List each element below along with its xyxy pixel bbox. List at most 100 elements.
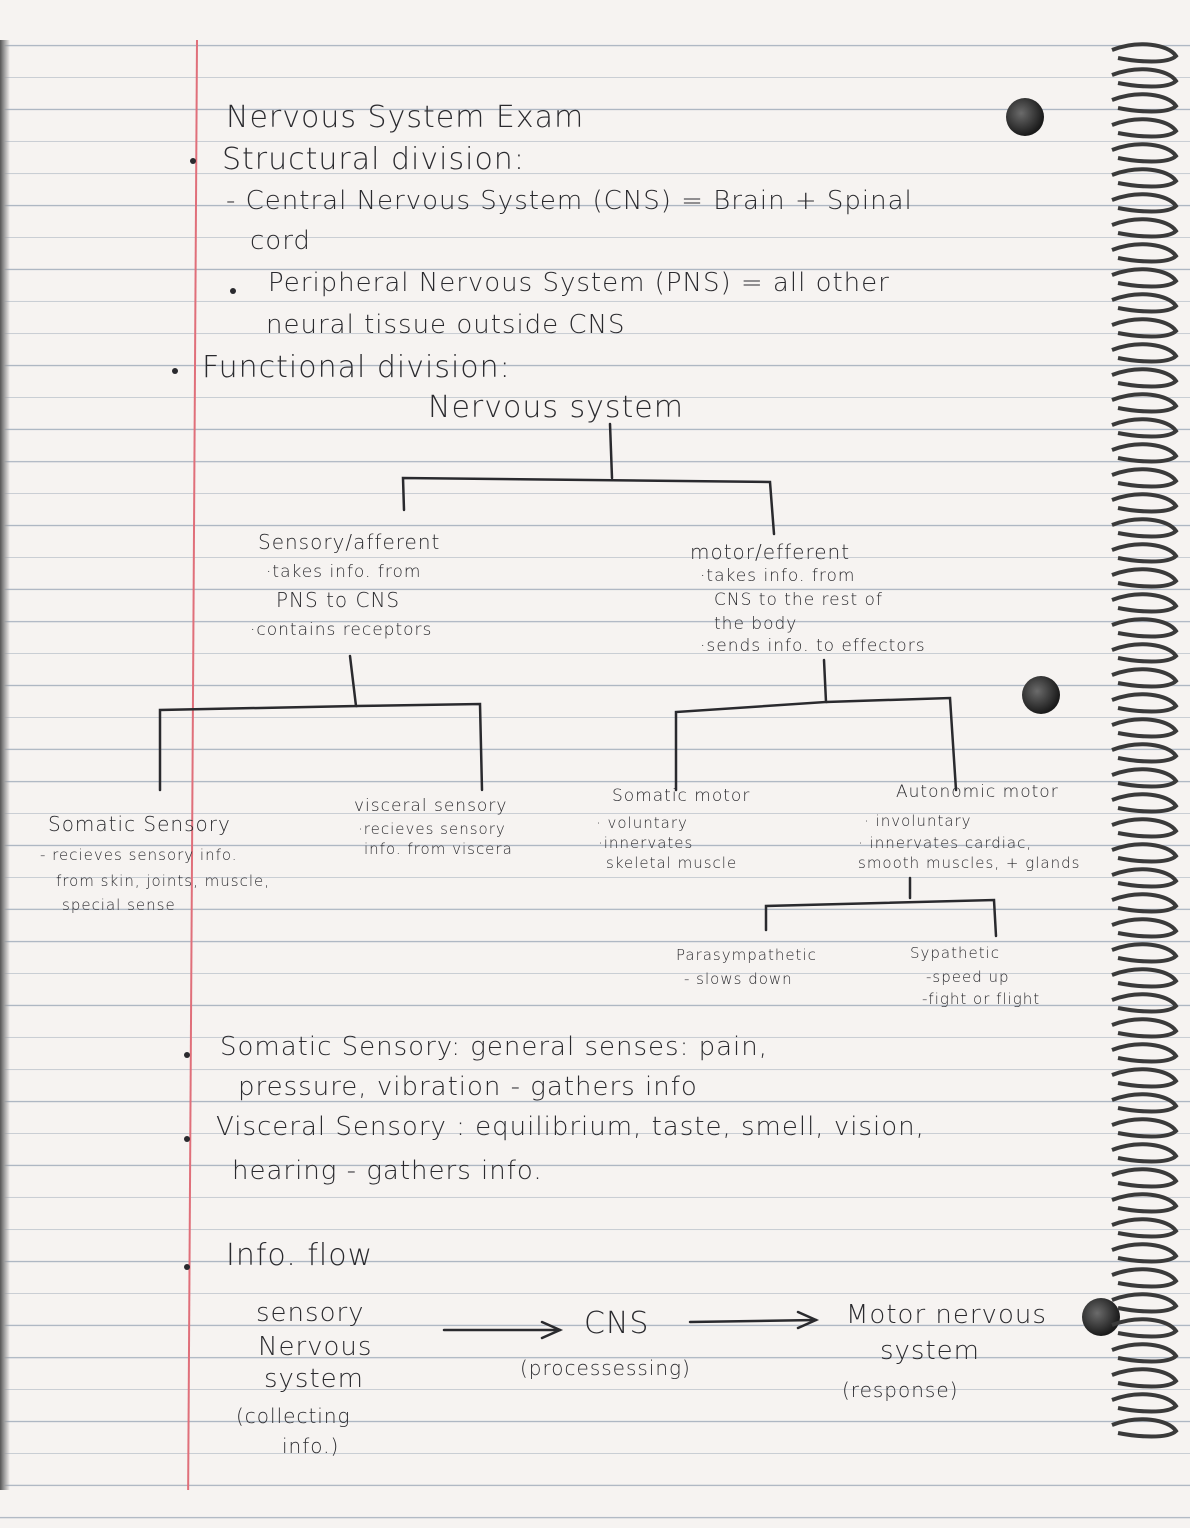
somatic-motor-title: Somatic motor: [612, 786, 751, 806]
spiral-coil: [1111, 142, 1179, 164]
flow-cns: CNS: [584, 1306, 650, 1341]
visceral-sensory-note-cont: hearing - gathers info.: [232, 1156, 543, 1186]
spiral-coil: [1111, 1117, 1179, 1139]
spiral-coil: [1111, 267, 1179, 289]
somatic-sensory-note-cont: pressure, vibration - gathers info: [238, 1072, 698, 1102]
spiral-coil: [1111, 642, 1179, 664]
spiral-coil: [1111, 292, 1179, 314]
spiral-coil: [1111, 667, 1179, 689]
bullet: [172, 368, 178, 374]
flow-motor: Motor nervous: [846, 1300, 1047, 1330]
motor-efferent-line: CNS to the rest of: [714, 590, 883, 610]
spiral-coil: [1111, 1017, 1179, 1039]
spiral-coil: [1111, 117, 1179, 139]
spiral-coil: [1111, 417, 1179, 439]
spiral-coil: [1111, 567, 1179, 589]
visceral-sensory-line: info. from viscera: [364, 840, 513, 858]
cns-definition: - Central Nervous System (CNS) = Brain +…: [226, 186, 913, 216]
spiral-coil: [1111, 192, 1179, 214]
spiral-coil: [1111, 542, 1179, 564]
spiral-coil: [1111, 917, 1179, 939]
spiral-coil: [1111, 867, 1179, 889]
motor-efferent-line: ·sends info. to effectors: [700, 636, 926, 656]
spiral-coil: [1111, 1142, 1179, 1164]
punch-hole: [1082, 1298, 1120, 1336]
motor-efferent-line: ·takes info. from: [700, 566, 856, 586]
sensory-afferent-line: ·contains receptors: [250, 620, 433, 640]
somatic-sensory-line: - recieves sensory info.: [40, 846, 238, 864]
flow-sensory: system: [264, 1364, 364, 1394]
spiral-coil: [1111, 1192, 1179, 1214]
sympathetic-title: Sypathetic: [910, 944, 1001, 962]
motor-efferent-title: motor/efferent: [690, 540, 851, 564]
page-title: Nervous System Exam: [226, 100, 585, 135]
spiral-coil: [1111, 42, 1179, 64]
spiral-coil: [1111, 717, 1179, 739]
spiral-coil: [1111, 742, 1179, 764]
autonomic-motor-line: · innervates cardiac,: [858, 834, 1033, 852]
parasympathetic-title: Parasympathetic: [676, 946, 817, 964]
cns-definition-cont: cord: [250, 226, 311, 256]
visceral-sensory-note: Visceral Sensory : equilibrium, taste, s…: [216, 1112, 925, 1142]
spiral-coil: [1111, 1417, 1179, 1439]
spiral-coil: [1111, 1292, 1179, 1314]
autonomic-motor-line: smooth muscles, + glands: [858, 854, 1081, 872]
spiral-coil: [1111, 617, 1179, 639]
flow-sensory-note: (collecting: [236, 1404, 351, 1428]
somatic-motor-line: ·innervates: [598, 834, 694, 852]
autonomic-motor-title: Autonomic motor: [896, 782, 1059, 802]
motor-efferent-line: the body: [714, 614, 798, 634]
visceral-sensory-line: ·recieves sensory: [358, 820, 506, 838]
spiral-coil: [1111, 842, 1179, 864]
spiral-binding: [1111, 42, 1179, 1439]
parasympathetic-line: - slows down: [684, 970, 793, 988]
spiral-coil: [1111, 767, 1179, 789]
sympathetic-line: -fight or flight: [922, 990, 1041, 1008]
page-edge-shadow: [0, 40, 10, 1490]
spiral-coil: [1111, 692, 1179, 714]
somatic-sensory-title: Somatic Sensory: [48, 812, 231, 836]
spiral-coil: [1111, 467, 1179, 489]
spiral-coil: [1111, 1167, 1179, 1189]
flow-sensory-note: info.): [282, 1434, 340, 1458]
pns-definition-cont: neural tissue outside CNS: [266, 310, 626, 340]
spiral-coil: [1111, 1342, 1179, 1364]
somatic-motor-line: · voluntary: [596, 814, 688, 832]
spiral-coil: [1111, 392, 1179, 414]
spiral-coil: [1111, 1067, 1179, 1089]
autonomic-motor-line: · involuntary: [864, 812, 972, 830]
spiral-coil: [1111, 892, 1179, 914]
spiral-coil: [1111, 967, 1179, 989]
tree-root: Nervous system: [428, 390, 684, 425]
somatic-sensory-note: Somatic Sensory: general senses: pain,: [220, 1032, 769, 1062]
somatic-sensory-line: special sense: [62, 896, 176, 914]
spiral-coil: [1111, 217, 1179, 239]
spiral-coil: [1111, 1392, 1179, 1414]
flow-motor-note: (response): [842, 1378, 959, 1402]
bullet: [184, 1264, 190, 1270]
sensory-afferent-line: PNS to CNS: [276, 588, 401, 612]
bullet: [184, 1136, 190, 1142]
sensory-afferent-title: Sensory/afferent: [258, 530, 441, 554]
flow-cns-note: (processessing): [520, 1356, 691, 1380]
flow-motor: system: [880, 1336, 980, 1366]
sensory-afferent-line: ·takes info. from: [266, 562, 422, 582]
bullet: [190, 158, 196, 164]
spiral-coil: [1111, 1267, 1179, 1289]
spiral-coil: [1111, 792, 1179, 814]
spiral-coil: [1111, 317, 1179, 339]
flow-sensory: sensory: [256, 1298, 365, 1328]
structural-heading: Structural division:: [222, 142, 525, 177]
spiral-coil: [1111, 517, 1179, 539]
spiral-coil: [1111, 817, 1179, 839]
visceral-sensory-title: visceral sensory: [354, 796, 508, 816]
spiral-coil: [1111, 92, 1179, 114]
spiral-coil: [1111, 1217, 1179, 1239]
somatic-sensory-line: from skin, joints, muscle,: [56, 872, 270, 890]
spiral-coil: [1111, 242, 1179, 264]
punch-hole: [1022, 676, 1060, 714]
spiral-coil: [1111, 342, 1179, 364]
spiral-coil: [1111, 167, 1179, 189]
spiral-coil: [1111, 992, 1179, 1014]
